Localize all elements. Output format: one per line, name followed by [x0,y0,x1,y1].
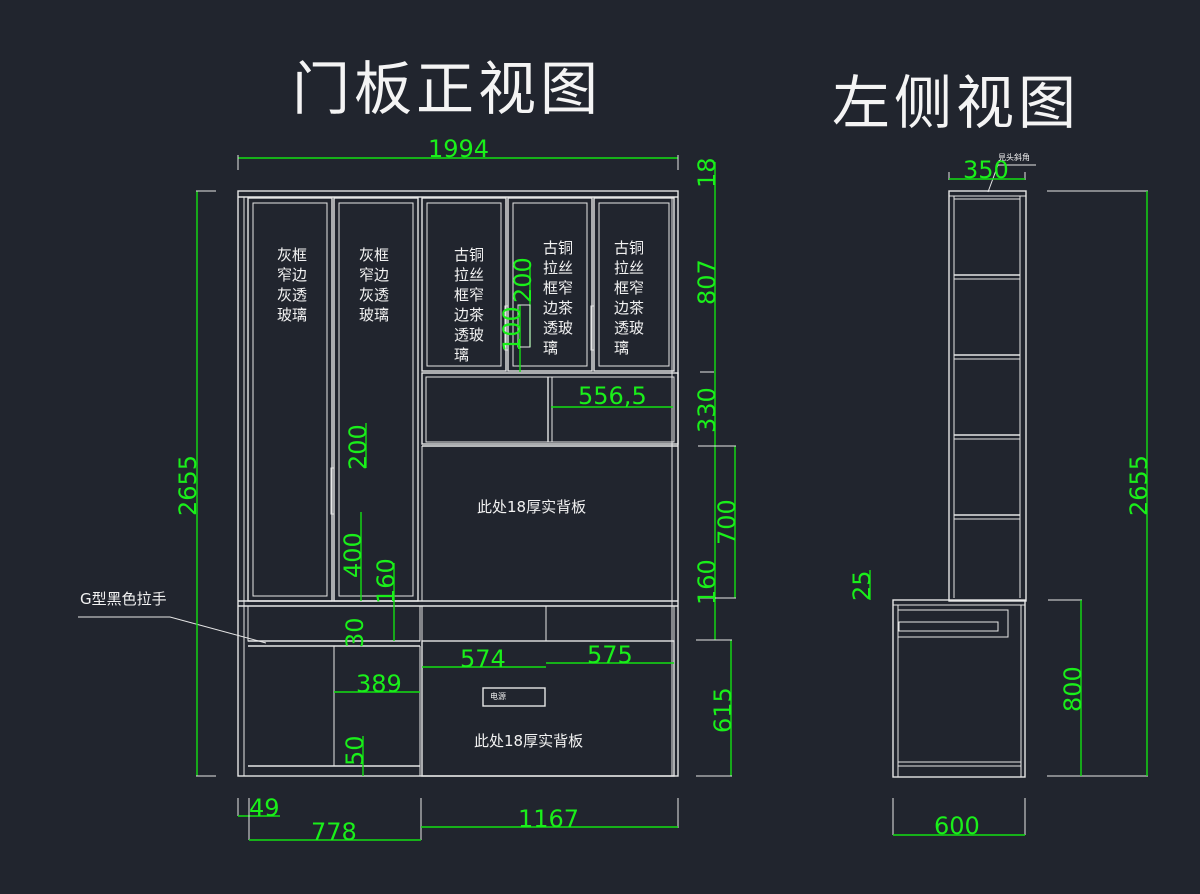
dim-574: 574 [460,645,506,673]
back-panel-label-lower: 此处18厚实背板 [474,732,584,750]
dim-350: 350 [963,156,1009,184]
glass-door-3 [421,197,507,372]
side-drawer [897,609,1009,638]
glass-door-3-inner [426,202,502,367]
door-note-5-line: 古铜 [614,239,645,257]
door-note-5-line: 透玻 [614,319,645,337]
side-callout-leader [987,164,1036,193]
dim-400: 400 [339,532,367,578]
dim-600: 600 [934,812,980,840]
door-note-2-line: 玻璃 [359,306,390,324]
dim-30: 30 [341,617,369,648]
door-note-3-line: 透玻 [454,326,485,344]
door-note-5-line: 框窄 [614,279,645,297]
dim-778: 778 [311,818,357,846]
door-note-5-line: 拉丝 [614,259,645,277]
side-callout-label: 見头斜角 [998,153,1030,162]
door-note-3-line: 璃 [454,346,470,364]
door-note-2-line: 灰框 [359,246,390,264]
dim-700: 700 [713,499,741,545]
door-note-2: 灰框 窄边 灰透 玻璃 [359,245,389,325]
side-dimensions: 350 2655 800 25 600 [848,156,1153,840]
side-cabinet [892,164,1036,778]
side-view-title: 左侧视图 [832,69,1081,137]
door-handle-short-1 [504,305,509,351]
door-note-5-line: 璃 [614,339,630,357]
glass-door-5-inner [598,202,670,367]
dim-160-right: 160 [693,559,721,605]
glass-door-4 [507,197,593,372]
drawer-right [545,605,675,642]
door-note-1-line: 窄边 [277,266,308,284]
door-note-1: 灰框 窄边 灰透 玻璃 [277,245,307,325]
door-note-3-line: 拉丝 [454,266,485,284]
drawer-mid [421,605,547,642]
dim-807: 807 [693,259,721,305]
dim-575: 575 [587,641,633,669]
handle-callout-label: G型黑色拉手 [80,590,167,608]
dim-49: 49 [249,794,280,822]
side-base-outline [892,599,1026,778]
door-note-4: 古铜 拉丝 框窄 边茶 透玻 璃 [543,238,573,358]
door-handle-tall [330,467,335,515]
door-note-1-line: 灰透 [277,286,308,304]
power-box-label: 电源 [490,692,506,701]
door-note-4-line: 框窄 [543,279,574,297]
drawer-slide-rail [898,621,999,632]
door-handle-short-2 [590,305,595,351]
open-niche [421,372,679,445]
dim-1167: 1167 [518,805,579,833]
door-note-5-line: 边茶 [614,299,645,317]
door-note-2-line: 窄边 [359,266,390,284]
lower-tv-back [421,640,675,777]
front-cabinet [78,190,679,777]
dim-800: 800 [1059,666,1087,712]
dim-615: 615 [709,687,737,733]
handle-callout-leader [78,616,267,644]
dim-18: 18 [693,157,721,188]
door-note-2-line: 灰透 [359,286,390,304]
back-panel-label-upper: 此处18厚实背板 [477,498,587,516]
door-note-3-line: 框窄 [454,286,485,304]
door-note-4-line: 透玻 [543,319,574,337]
dim-389: 389 [356,670,402,698]
door-note-3-line: 古铜 [454,246,485,264]
front-view-title: 门板正视图 [292,55,603,123]
side-upper-outline [948,190,1027,602]
dim-50: 50 [341,735,369,766]
dim-2655-front: 2655 [174,455,202,516]
door-note-4-line: 璃 [543,339,559,357]
dim-100: 100 [498,306,526,352]
door-note-3: 古铜 拉丝 框窄 边茶 透玻 璃 [454,245,484,365]
glass-door-5 [593,197,675,372]
dim-160-drawer: 160 [372,558,400,604]
front-dimensions: 1994 2655 18 807 330 700 160 615 556,5 2… [174,135,741,846]
door-note-5: 古铜 拉丝 框窄 边茶 透玻 璃 [614,238,644,358]
door-note-4-line: 拉丝 [543,259,574,277]
door-note-1-line: 玻璃 [277,306,308,324]
glass-door-4-inner [512,202,588,367]
power-box [482,687,546,707]
open-niche-inner [425,376,675,443]
dim-1994: 1994 [428,135,489,163]
dim-330: 330 [693,387,721,433]
dim-2655-side: 2655 [1125,455,1153,516]
handle-marker [517,304,531,348]
dim-556-5: 556,5 [578,382,647,410]
door-note-3-line: 边茶 [454,306,485,324]
dim-200-mid: 200 [344,424,372,470]
glass-door-2-inner [338,202,414,597]
door-note-1-line: 灰框 [277,246,308,264]
dim-200-top: 200 [509,257,537,303]
door-note-4-line: 古铜 [543,239,574,257]
dim-25: 25 [848,570,876,601]
door-note-4-line: 边茶 [543,299,574,317]
glass-door-1-inner [252,202,328,597]
